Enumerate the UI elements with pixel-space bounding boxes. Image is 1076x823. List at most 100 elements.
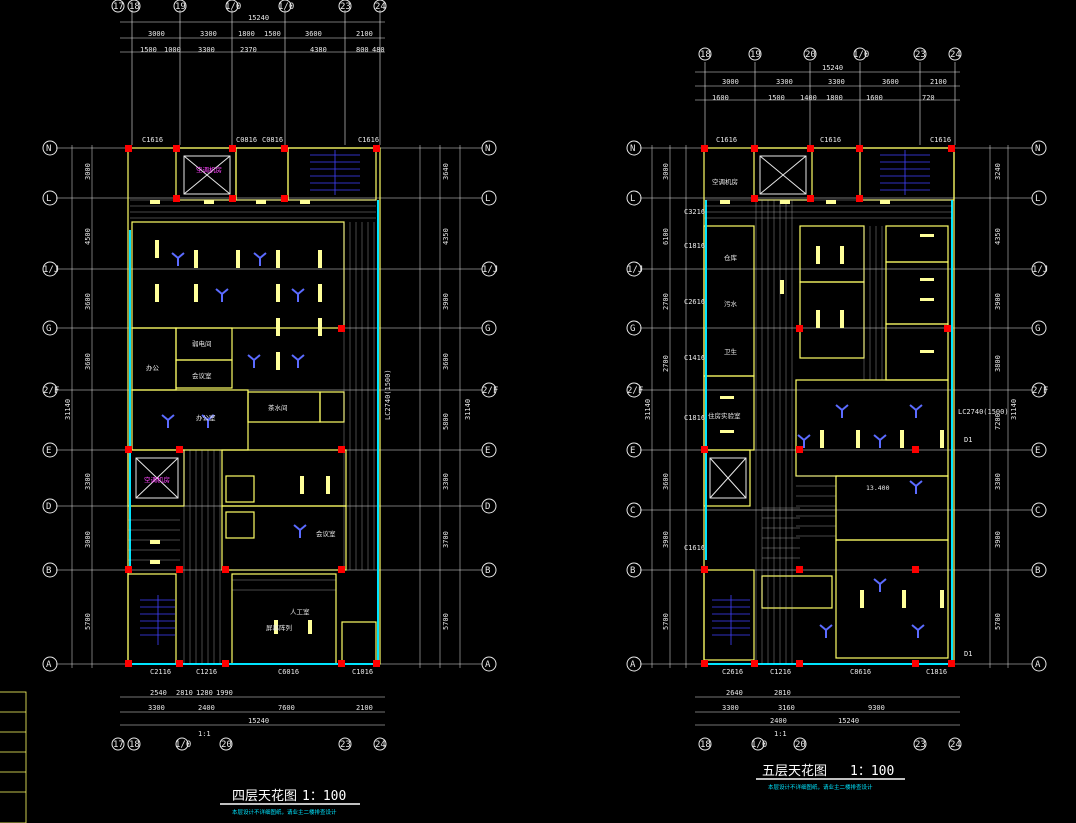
left-row-bubble: L — [46, 194, 51, 204]
left-bottom-dimensions — [120, 696, 385, 726]
left-row-bubble-r: D — [485, 502, 490, 512]
right-bottom-dim: 2810 — [774, 689, 791, 697]
right-bottom-column-bubbles: 18 1/0 20 23 24 — [698, 737, 962, 751]
left-row-bubble: A — [46, 660, 52, 670]
left-col-bubble: 1/0 — [278, 2, 294, 12]
left-col-bubble-b: 23 — [340, 740, 351, 750]
left-col-bubble-b: 20 — [221, 740, 232, 750]
right-window-label: C1616 — [716, 136, 737, 144]
right-row-bubble: E — [630, 446, 635, 456]
left-ceiling-plan: 15240 3000 3300 1800 1500 3600 2100 1500… — [0, 0, 498, 823]
right-row-bubble: 2/F — [627, 386, 643, 396]
right-window-label-b: C1816 — [926, 668, 947, 676]
left-col-bubble: 19 — [175, 2, 186, 12]
right-bottom-overall: 15240 — [838, 717, 859, 725]
right-side-dimensions — [651, 145, 1009, 668]
left-ceiling-grid — [128, 199, 376, 664]
left-bottom-dim2: 7600 — [278, 704, 295, 712]
left-row-bubble: B — [46, 566, 51, 576]
right-row-bubble-r: E — [1035, 446, 1040, 456]
right-window-label-b: C8616 — [850, 668, 871, 676]
right-side-dim: 3000 — [662, 163, 670, 180]
right-stair-top — [880, 150, 930, 195]
left-bottom-dim2: 3300 — [148, 704, 165, 712]
left-plan-note: 本层设计不详细图纸，请业主二楼排查设计 — [232, 808, 337, 816]
right-window-label-b: C2616 — [722, 668, 743, 676]
right-scale-mark: 1:1 — [774, 730, 787, 738]
left-top-dim-b: 3300 — [200, 30, 217, 38]
right-window-label-b: C1216 — [770, 668, 791, 676]
right-top-dim: 2100 — [930, 78, 947, 86]
left-col-bubble-b: 17 — [113, 740, 124, 750]
left-ceiling-fans — [161, 252, 307, 538]
left-window-label: C1216 — [196, 668, 217, 676]
left-top-dim-a: 3000 — [148, 30, 165, 38]
right-room-label: 空调机房 — [712, 177, 738, 186]
right-col-bubble: 1/0 — [853, 50, 869, 60]
left-col-bubble: 23 — [340, 2, 351, 12]
right-side-tag: D1 — [964, 436, 972, 444]
left-room-label: 人工室 — [290, 607, 310, 616]
left-col-bubble: 1/0 — [225, 2, 241, 12]
right-ceiling-plan: 18 19 20 1/0 23 24 15240 3000 3300 3300 … — [626, 47, 1048, 791]
right-row-bubble: L — [630, 194, 635, 204]
left-top2-dim-e: 4380 — [310, 46, 327, 54]
left-side-dim-r: 3600 — [442, 353, 450, 370]
right-col-bubble: 24 — [950, 50, 961, 60]
left-bottom-dim2: 2100 — [356, 704, 373, 712]
left-glazing — [129, 200, 379, 665]
right-col-bubble-b: 1/0 — [751, 740, 767, 750]
left-window-label: C1616 — [142, 136, 163, 144]
right-side-dim: 3900 — [662, 531, 670, 548]
left-top2-dim-d: 2370 — [240, 46, 257, 54]
right-side-tag: D1 — [964, 650, 972, 658]
right-col-bubble-b: 20 — [795, 740, 806, 750]
right-top-dimensions — [695, 62, 960, 145]
right-col-bubble-b: 18 — [700, 740, 711, 750]
right-row-bubble: A — [630, 660, 636, 670]
left-scale-mark: 1:1 — [198, 730, 211, 738]
left-side-dim: 3600 — [84, 353, 92, 370]
left-room-label: 会议室 — [192, 371, 212, 380]
left-window-label: C0816 — [262, 136, 283, 144]
right-row-bubble-r: C — [1035, 506, 1040, 516]
right-side-label: LC2740(1500) — [958, 408, 1009, 416]
right-top-dim2: 1500 — [768, 94, 785, 102]
left-top2-dim-a: 1500 — [140, 46, 157, 54]
left-row-bubble: 2/F — [43, 386, 59, 396]
right-row-bubble-r: G — [1035, 324, 1040, 334]
left-row-bubbles: N L 1/J G 2/F E D B A N L 1/J G 2/F E D … — [42, 140, 498, 672]
left-columns — [125, 145, 380, 667]
right-row-bubble-r: 1/J — [1032, 265, 1048, 275]
right-window-left: C1616 — [684, 544, 705, 552]
right-side-total-r: 31140 — [1010, 399, 1018, 420]
left-row-bubble: N — [46, 144, 51, 154]
right-row-bubble: C — [630, 506, 635, 516]
left-top-dim-e: 3600 — [305, 30, 322, 38]
left-col-bubble: 24 — [375, 2, 386, 12]
left-plan-title: 四层天花图 — [232, 788, 297, 804]
right-bottom-dim2: 9300 — [868, 704, 885, 712]
left-elevator — [135, 155, 231, 499]
left-walls — [127, 147, 381, 665]
left-window-label: C0816 — [236, 136, 257, 144]
left-row-bubble-r: A — [485, 660, 491, 670]
left-window-label: C2116 — [150, 668, 171, 676]
left-room-label: 弱电间 — [192, 339, 212, 348]
right-bottom-dim: 2640 — [726, 689, 743, 697]
right-row-bubble: B — [630, 566, 635, 576]
left-bottom-dim: 1990 — [216, 689, 233, 697]
left-top-dim-f: 2100 — [356, 30, 373, 38]
right-row-bubbles: N L 1/J G 2/F E C B A N L 1/J G 2/F E C … — [626, 140, 1048, 672]
left-bottom-dim: 1280 — [196, 689, 213, 697]
right-elevator — [709, 155, 807, 499]
left-side-dim-r: 3900 — [442, 293, 450, 310]
right-room-label: 污水 — [724, 299, 738, 308]
left-room-label: 空调机房 — [196, 165, 222, 174]
left-side-dim-r: 5800 — [442, 413, 450, 430]
left-room-label: 会议室 — [316, 529, 336, 538]
right-side-dim: 5700 — [662, 613, 670, 630]
left-window-label: C1016 — [352, 668, 373, 676]
right-plan-note: 本层设计不详细图纸，请业主二楼排查设计 — [768, 783, 873, 791]
